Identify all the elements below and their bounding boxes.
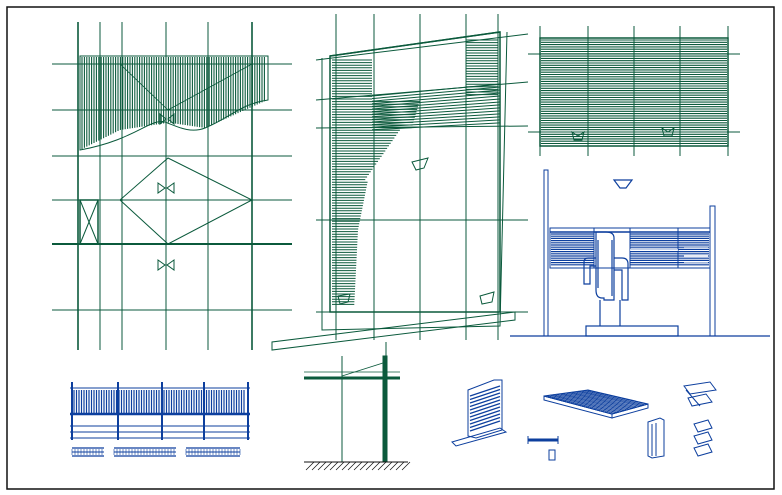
bottom-section-strips xyxy=(71,447,241,457)
details-bottom-right xyxy=(451,379,717,461)
plan-left-diamond xyxy=(119,157,254,245)
fan-icon xyxy=(479,291,495,305)
fan-icon xyxy=(337,293,351,305)
cactus-sculpture xyxy=(583,231,679,337)
isometric-deck xyxy=(543,389,649,419)
elevation-right xyxy=(510,169,770,337)
lamp-icon xyxy=(612,179,634,189)
bracket-detail xyxy=(683,381,717,407)
elevation-bottom-left xyxy=(70,382,250,457)
sheet-border xyxy=(6,6,775,490)
post-detail xyxy=(647,417,665,459)
plan-left xyxy=(52,22,292,350)
plan-top-right xyxy=(528,26,740,156)
fan-icon xyxy=(159,112,175,126)
fan-icon xyxy=(661,126,675,137)
section-bottom-center xyxy=(304,342,411,471)
ground-hatch xyxy=(305,461,411,471)
plan-left-slat-hatch xyxy=(81,57,265,149)
fan-icon xyxy=(411,157,429,171)
fan-icon xyxy=(157,182,175,194)
bottom-slat-pattern xyxy=(71,382,249,440)
plan-center xyxy=(271,14,529,351)
fan-icon xyxy=(157,259,175,271)
plan-center-slat-hatch xyxy=(332,39,501,305)
wall-slat-detail xyxy=(451,379,508,447)
plan-left-grid xyxy=(52,22,292,350)
dimension-bar xyxy=(527,436,559,461)
fan-icon xyxy=(571,130,585,141)
elevation-slat-band xyxy=(551,228,709,268)
clip-detail xyxy=(693,419,713,457)
